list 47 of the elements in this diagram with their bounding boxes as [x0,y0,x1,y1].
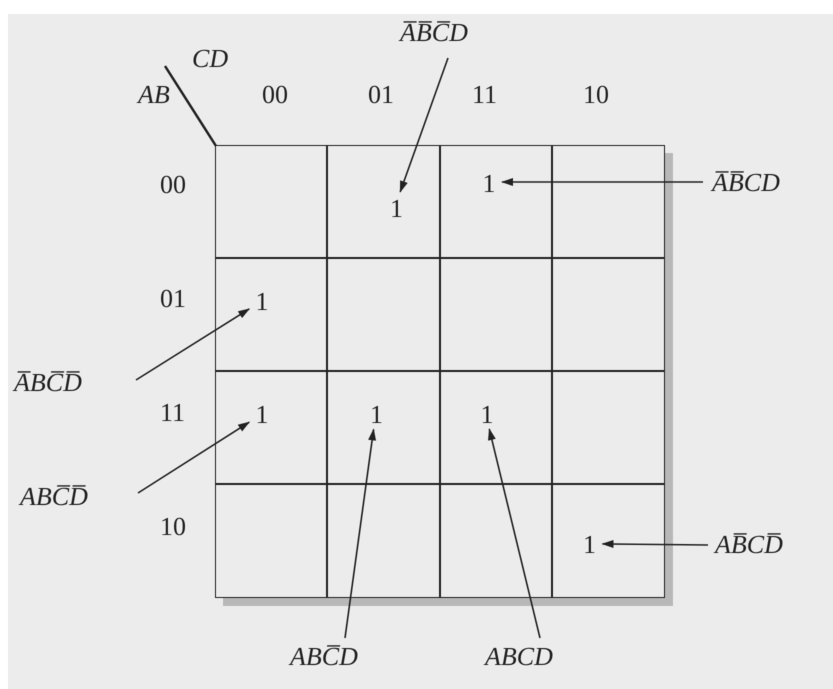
column-header: 10 [583,82,609,108]
map-cell [327,484,440,598]
leader-arrow [399,58,449,193]
map-cell [440,371,552,484]
minterm-label: A̅B̅C̅D [400,20,468,46]
leader-arrow [344,428,376,638]
map-cell [552,371,664,484]
cell-value: 1 [256,288,268,315]
map-cell [214,484,327,598]
leader-arrow [136,308,250,381]
map-cell [552,258,664,371]
map-cell [440,258,552,371]
cell-value: 1 [480,402,494,428]
cell-value: 1 [482,170,496,196]
map-cell [214,371,327,484]
cell-value: 1 [390,196,403,222]
row-header: 01 [160,286,186,312]
map-cell [552,144,664,258]
cell-value: 1 [370,402,383,428]
map-cell [214,144,327,258]
minterm-label: AB̅CD̅ [715,532,783,558]
minterm-label: A̅BC̅D̅ [14,370,82,396]
column-header: 11 [472,82,498,108]
map-cell [214,258,327,371]
minterm-label: ABCD [485,644,553,670]
cell-value: 1 [583,532,596,558]
row-header: 10 [160,514,186,540]
map-cell [327,144,440,258]
minterm-label: ABC̅D [290,644,358,670]
cell-value: 1 [256,402,268,428]
map-cell [440,484,552,598]
row-header: 00 [160,172,186,198]
variable-label: CD [192,46,228,72]
variable-label: AB [138,82,170,108]
leader-arrow [488,428,541,638]
leader-arrow [138,422,250,494]
leader-arrow [602,540,708,548]
map-cell [440,144,552,258]
map-cell [327,258,440,371]
leader-arrow [501,178,703,186]
column-header: 01 [368,82,394,108]
minterm-label: A̅B̅CD [712,170,780,196]
map-cell [552,484,664,598]
row-header: 11 [160,400,186,426]
column-header: 00 [262,82,288,108]
map-cell [327,371,440,484]
minterm-label: ABC̅D̅ [20,484,88,510]
